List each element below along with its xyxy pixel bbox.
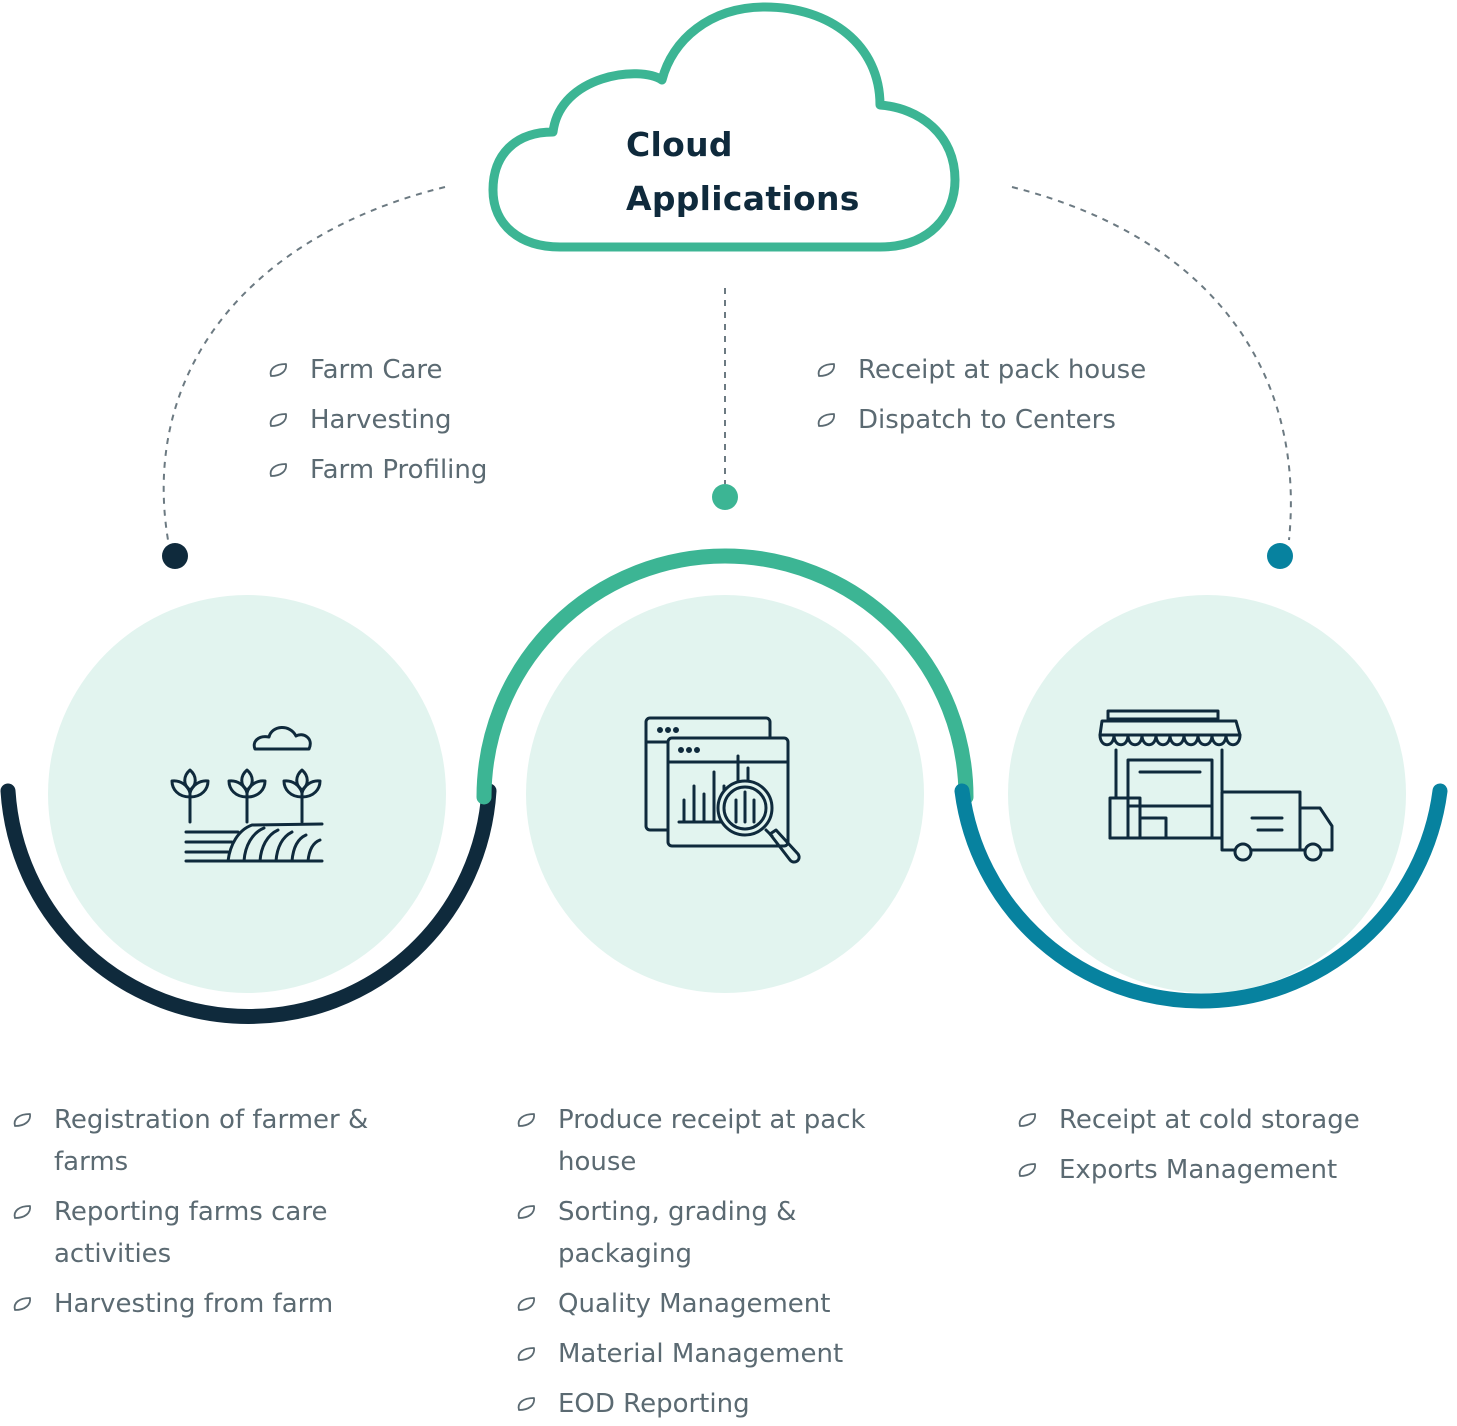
leaf-icon: [817, 413, 835, 427]
connector-dot-pack-house: [712, 484, 738, 510]
list-item: Produce receipt at pack house: [514, 1099, 934, 1183]
connector-right-dashed: [1011, 186, 1292, 541]
connector-dot-farm: [162, 543, 188, 569]
list-item: Dispatch to Centers: [814, 399, 1234, 441]
list-item-label: EOD Reporting: [558, 1389, 750, 1419]
list-item-label: Material Management: [558, 1339, 844, 1369]
cloud-shape: [488, 2, 960, 252]
leaf-icon: [517, 1113, 535, 1127]
leaf-icon: [269, 413, 287, 427]
leaf-icon: [13, 1297, 31, 1311]
list-item: Farm Profiling: [266, 449, 566, 491]
leaf-icon: [13, 1113, 31, 1127]
cloud-title-line2: Applications: [626, 179, 860, 218]
leaf-icon: [1018, 1113, 1036, 1127]
arc-farm: [0, 783, 497, 1024]
list-item: Harvesting: [266, 399, 566, 441]
list-item: Material Management: [514, 1333, 934, 1375]
leaf-icon: [517, 1297, 535, 1311]
list-item: Sorting, grading & packaging: [514, 1191, 934, 1275]
leaf-icon: [269, 363, 287, 377]
stage-circle-export: [1008, 595, 1406, 993]
list-item-label: Receipt at cold storage: [1059, 1105, 1360, 1135]
list-item-label: Sorting, grading & packaging: [558, 1197, 797, 1269]
list-item: Quality Management: [514, 1283, 934, 1325]
list-item-label: Exports Management: [1059, 1155, 1338, 1185]
list-item-label: Dispatch to Centers: [858, 405, 1116, 435]
farm-field-icon: [170, 726, 324, 863]
list-item: Exports Management: [1015, 1149, 1435, 1191]
store-truck-icon: [1098, 709, 1334, 862]
leaf-icon: [517, 1397, 535, 1411]
leaf-icon: [517, 1347, 535, 1361]
list-item-label: Harvesting: [310, 405, 452, 435]
list-item: Receipt at cold storage: [1015, 1099, 1435, 1141]
list-item-label: Produce receipt at pack house: [558, 1105, 866, 1177]
list-item-label: Harvesting from farm: [54, 1289, 334, 1319]
list-item-label: Farm Profiling: [310, 455, 488, 485]
leaf-icon: [517, 1205, 535, 1219]
list-item: Harvesting from farm: [10, 1283, 410, 1325]
list-item: EOD Reporting: [514, 1383, 934, 1425]
list-item-label: Receipt at pack house: [858, 355, 1147, 385]
list-item: Reporting farms care activities: [10, 1191, 410, 1275]
leaf-icon: [13, 1205, 31, 1219]
list-item-label: Registration of farmer & farms: [54, 1105, 369, 1177]
list-item: Registration of farmer & farms: [10, 1099, 410, 1183]
list-item-label: Farm Care: [310, 355, 443, 385]
arc-pack-house: [476, 548, 974, 805]
list-item: Farm Care: [266, 349, 566, 391]
connector-dot-export: [1267, 543, 1293, 569]
cloud-title-line1: Cloud: [626, 125, 733, 164]
list-item-label: Quality Management: [558, 1289, 831, 1319]
list-item: Receipt at pack house: [814, 349, 1234, 391]
leaf-icon: [1018, 1163, 1036, 1177]
analytics-search-icon: [644, 716, 801, 864]
arc-export: [954, 783, 1448, 1009]
list-item-label: Reporting farms care activities: [54, 1197, 328, 1269]
cloud-title: Cloud Applications: [626, 118, 860, 226]
leaf-icon: [269, 463, 287, 477]
leaf-icon: [817, 363, 835, 377]
